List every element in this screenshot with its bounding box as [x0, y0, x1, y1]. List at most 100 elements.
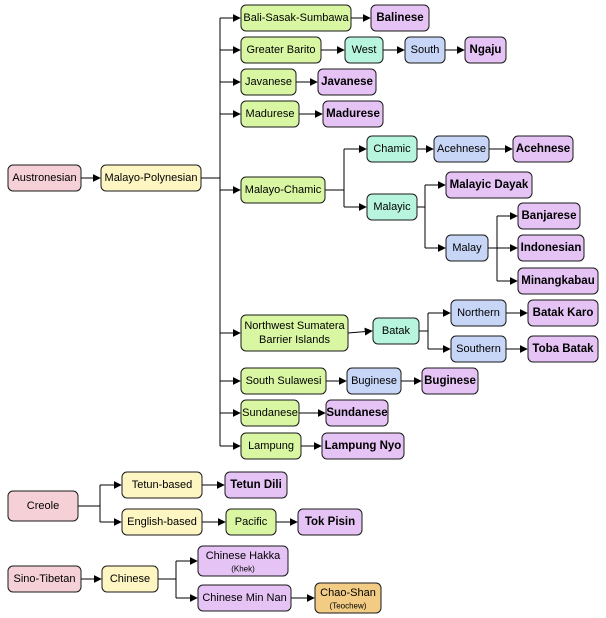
node-label-austronesian: Austronesian: [12, 172, 76, 184]
node-toba-batak: Toba Batak: [527, 335, 599, 363]
node-label-northern: Northern: [457, 307, 500, 319]
node-box-malayo-chamic: [240, 176, 326, 204]
node-label-chinese-hakka: Chinese Hakka: [206, 550, 281, 562]
node-balinese: Balinese: [370, 4, 430, 32]
node-label-chinese: Chinese: [110, 573, 150, 585]
node-label-chao-shan: Chao-Shan: [320, 587, 376, 599]
node-chinese-hakka: Chinese Hakka(Khek): [197, 545, 289, 577]
node-south-sulawesi: South Sulawesi: [240, 367, 327, 395]
node-label-madurese-group: Madurese: [246, 108, 295, 120]
node-box-malayic-dayak: [445, 171, 533, 199]
node-label-acehnese: Acehnese: [516, 143, 570, 155]
node-chao-shan: Chao-Shan (Teochew): [314, 582, 382, 614]
node-label-tok-pisin: Tok Pisin: [305, 516, 355, 528]
node-label-acehnese-group: Acehnese: [437, 143, 486, 155]
node-box-chinese: [101, 565, 159, 593]
node-box-sundanese-group: [240, 399, 300, 427]
node-lampung-nyo: Lampung Nyo: [321, 432, 405, 460]
node-label-toba-batak: Toba Batak: [532, 343, 594, 355]
node-label-greater-barito: Greater Barito: [246, 44, 315, 56]
node-lampung: Lampung: [240, 432, 302, 460]
node-minangkabau: Minangkabau: [517, 267, 599, 295]
node-label-south-sulawesi: South Sulawesi: [246, 375, 322, 387]
node-box-south: [404, 36, 446, 64]
node-batak: Batak: [372, 317, 420, 345]
node-box-bali-sasak-sumbawa: [240, 4, 352, 32]
node-southern: Southern: [450, 335, 507, 363]
node-acehnese: Acehnese: [512, 135, 574, 163]
node-label-south: South: [411, 44, 440, 56]
node-label-buginese-group: Buginese: [351, 375, 397, 387]
node-box-lampung: [240, 432, 302, 460]
node-label-sundanese-group: Sundanese: [242, 407, 298, 419]
node-indonesian: Indonesian: [517, 234, 585, 262]
node-label-batak-karo: Batak Karo: [533, 307, 594, 319]
node-box-malay: [445, 234, 489, 262]
node-chinese: Chinese: [101, 565, 159, 593]
node-box-austronesian: [7, 164, 82, 192]
node-label-tetun-dili: Tetun Dili: [230, 479, 282, 491]
node-box-tetun-based: [121, 471, 203, 499]
node-box-tetun-dili: [224, 471, 288, 499]
node-box-lampung-nyo: [321, 432, 405, 460]
node-javanese-group: Javanese: [240, 68, 297, 96]
node-label-balinese: Balinese: [376, 12, 423, 24]
node-madurese-group: Madurese: [240, 100, 300, 128]
node-ngaju: Ngaju: [464, 36, 507, 64]
node-label-creole: Creole: [27, 500, 59, 512]
node-malayo-chamic: Malayo-Chamic: [240, 176, 326, 204]
node-label-javanese-group: Javanese: [245, 76, 292, 88]
node-banjarese: Banjarese: [517, 202, 581, 230]
connector-lines: [78, 14, 528, 602]
node-label-chamic: Chamic: [373, 143, 411, 155]
node-javanese: Javanese: [317, 68, 377, 96]
node-box-sino-tibetan: [7, 565, 82, 593]
node-label-pacific: Pacific: [235, 516, 268, 528]
node-label-malayo-chamic: Malayo-Chamic: [245, 184, 322, 196]
node-box-south-sulawesi: [240, 367, 327, 395]
node-box-indonesian: [517, 234, 585, 262]
node-box-greater-barito: [240, 36, 322, 64]
node-label-nw-sumatera-line1: Northwest Sumatera: [244, 320, 345, 332]
node-malayic: Malayic: [366, 193, 418, 221]
node-label-chinese-min-nan: Chinese Min Nan: [202, 592, 286, 604]
node-malayo-polynesian: Malayo-Polynesian: [100, 164, 202, 192]
node-tetun-based: Tetun-based: [121, 471, 203, 499]
node-label-banjarese: Banjarese: [522, 210, 577, 222]
node-austronesian: Austronesian: [7, 164, 82, 192]
node-label-southern: Southern: [456, 343, 501, 355]
node-box-chao-shan: [314, 582, 382, 614]
node-label-buginese: Buginese: [424, 375, 476, 387]
node-box-banjarese: [517, 202, 581, 230]
node-box-west: [344, 36, 384, 64]
node-label-javanese: Javanese: [321, 76, 373, 88]
node-box-toba-batak: [527, 335, 599, 363]
node-chamic: Chamic: [366, 135, 418, 163]
node-label-batak: Batak: [382, 325, 411, 337]
node-label-malayic: Malayic: [373, 201, 411, 213]
edge-nw_sumatera-to-batak: [347, 327, 373, 336]
node-box-madurese: [322, 100, 384, 128]
node-box-buginese: [421, 367, 479, 395]
node-label-malay: Malay: [452, 242, 482, 254]
node-creole: Creole: [7, 490, 79, 522]
node-box-batak: [372, 317, 420, 345]
node-sundanese: Sundanese: [325, 399, 389, 427]
node-label-nw-sumatera-line2: Barrier Islands: [259, 334, 330, 346]
node-label-west: West: [352, 44, 377, 56]
node-label-lampung: Lampung: [248, 440, 294, 452]
node-box-minangkabau: [517, 267, 599, 295]
node-greater-barito: Greater Barito: [240, 36, 322, 64]
node-sublabel-chao-shan: (Teochew): [330, 602, 367, 611]
node-malay: Malay: [445, 234, 489, 262]
node-box-chinese-min-nan: [197, 584, 292, 612]
node-batak-karo: Batak Karo: [527, 299, 599, 327]
node-box-northern: [450, 299, 507, 327]
node-label-sundanese: Sundanese: [326, 407, 387, 419]
node-sundanese-group: Sundanese: [240, 399, 300, 427]
node-box-buginese-group: [346, 367, 402, 395]
node-malayic-dayak: Malayic Dayak: [445, 171, 533, 199]
node-box-chinese-hakka: [197, 545, 289, 577]
